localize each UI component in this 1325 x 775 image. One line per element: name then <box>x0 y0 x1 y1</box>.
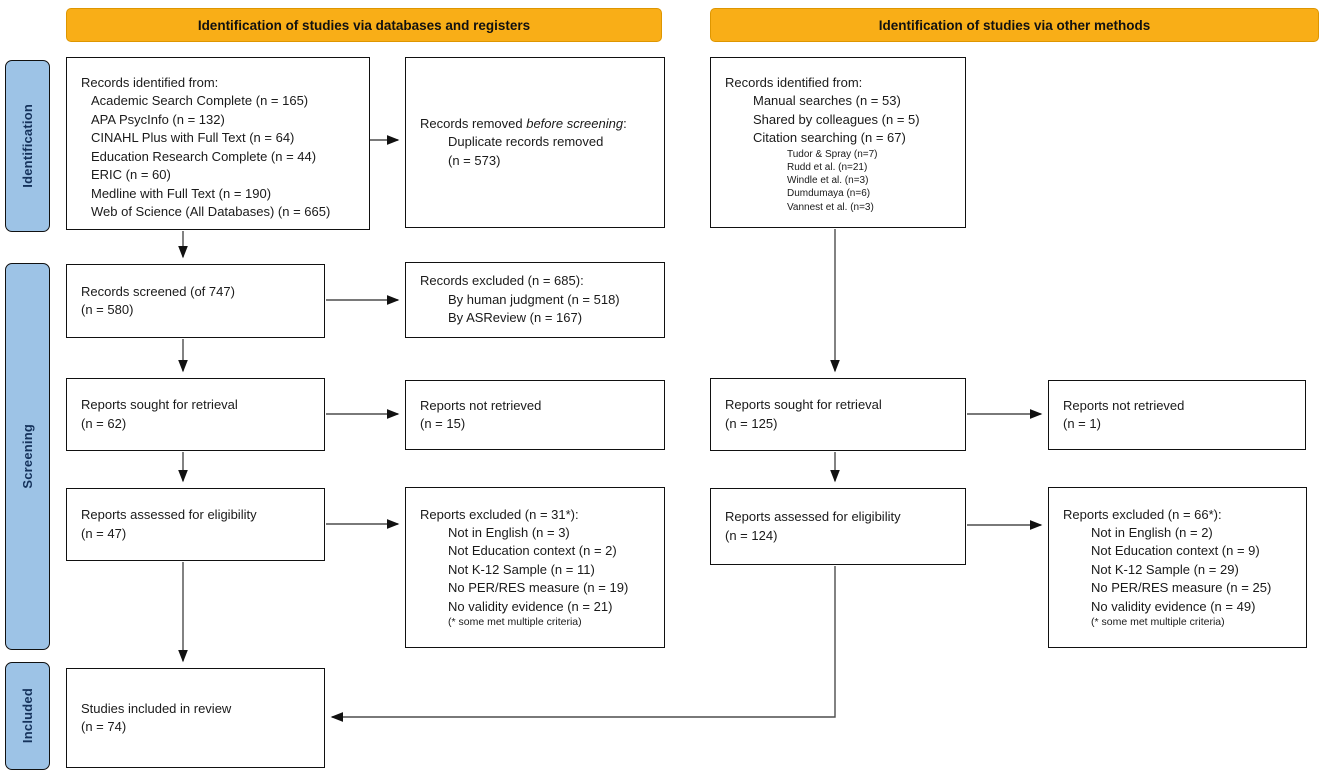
exclusion-reason: No validity evidence (n = 21) <box>448 598 613 614</box>
header-databases-label: Identification of studies via databases … <box>197 17 531 33</box>
box-line: Records screened (of 747) <box>81 283 235 299</box>
box-title: Reports excluded (n = 31*): <box>420 506 579 522</box>
box-reports-not-retrieved-databases: Reports not retrieved (n = 15) <box>405 380 665 450</box>
citation-subline: Windle et al. (n=3) <box>787 175 869 187</box>
box-line: Reports not retrieved <box>420 397 542 413</box>
removed-prefix: Records removed <box>420 115 527 131</box>
exclusion-reason: Not in English (n = 2) <box>1091 525 1213 541</box>
box-title: Records identified from: <box>725 75 863 90</box>
exclusion-reason: Not K-12 Sample (n = 11) <box>448 561 595 577</box>
box-line: (n = 124) <box>725 527 778 543</box>
db-line: Academic Search Complete (n = 165) <box>91 93 309 109</box>
box-reports-sought-databases: Reports sought for retrieval (n = 62) <box>66 378 325 451</box>
removed-suffix: : <box>623 115 627 131</box>
box-records-excluded: Records excluded (n = 685): By human jud… <box>405 262 665 338</box>
excluded-line: By ASReview (n = 167) <box>448 310 583 326</box>
box-line: (n = 125) <box>725 415 778 431</box>
box-line: Reports assessed for eligibility <box>81 507 257 523</box>
exclusion-reason: No validity evidence (n = 49) <box>1091 598 1256 614</box>
box-line: Studies included in review <box>81 700 232 716</box>
box-line: Reports sought for retrieval <box>81 397 238 413</box>
box-line: Reports sought for retrieval <box>725 397 882 413</box>
phase-screening-label: Screening <box>20 424 35 489</box>
phase-included-label: Included <box>20 688 35 744</box>
box-studies-included: Studies included in review (n = 74) <box>66 668 325 768</box>
box-line: (n = 74) <box>81 719 127 734</box>
box-reports-sought-other: Reports sought for retrieval (n = 125) <box>710 378 966 451</box>
box-line: (n = 47) <box>81 525 127 541</box>
other-line: Manual searches (n = 53) <box>753 93 901 109</box>
citation-subline: Tudor & Spray (n=7) <box>787 148 878 160</box>
exclusion-reason: Not in English (n = 3) <box>448 525 570 541</box>
phase-screening: Screening <box>5 263 50 650</box>
box-title: Records removed before screening: <box>420 115 656 133</box>
box-records-identified-other: Records identified from: Manual searches… <box>710 57 966 228</box>
box-line: Reports assessed for eligibility <box>725 509 901 525</box>
exclusion-reason: Not Education context (n = 9) <box>1091 543 1260 559</box>
header-databases-registers: Identification of studies via databases … <box>66 8 662 42</box>
box-line: (n = 1) <box>1063 416 1101 431</box>
box-records-removed: Records removed before screening: Duplic… <box>405 57 665 228</box>
box-reports-excluded-other: Reports excluded (n = 66*): Not in Engli… <box>1048 487 1307 648</box>
other-line: Shared by colleagues (n = 5) <box>753 111 920 127</box>
header-other-label: Identification of studies via other meth… <box>878 17 1151 33</box>
db-line: APA PsycInfo (n = 132) <box>91 111 225 127</box>
box-line: (n = 15) <box>420 416 466 431</box>
db-line: Education Research Complete (n = 44) <box>91 148 317 164</box>
box-reports-not-retrieved-other: Reports not retrieved (n = 1) <box>1048 380 1306 450</box>
removed-line: Duplicate records removed <box>448 134 604 150</box>
db-line: Web of Science (All Databases) (n = 665) <box>91 204 331 220</box>
exclusion-note: (* some met multiple criteria) <box>448 616 582 629</box>
citation-subline: Rudd et al. (n=21) <box>787 162 868 173</box>
exclusion-reason: Not Education context (n = 2) <box>448 543 617 559</box>
db-line: ERIC (n = 60) <box>91 167 171 183</box>
citation-subline: Dumdumaya (n=6) <box>787 188 871 200</box>
box-line: (n = 62) <box>81 415 127 431</box>
phase-identification-label: Identification <box>20 104 35 188</box>
removed-italic: before screening <box>526 115 624 131</box>
exclusion-reason: No PER/RES measure (n = 19) <box>448 580 629 596</box>
box-line: (n = 580) <box>81 302 134 317</box>
box-records-screened: Records screened (of 747) (n = 580) <box>66 264 325 338</box>
box-reports-assessed-other: Reports assessed for eligibility (n = 12… <box>710 488 966 565</box>
removed-line: (n = 573) <box>448 152 501 168</box>
phase-included: Included <box>5 662 50 770</box>
box-reports-excluded-databases: Reports excluded (n = 31*): Not in Engli… <box>405 487 665 648</box>
box-title: Records identified from: <box>81 75 219 90</box>
exclusion-reason: No PER/RES measure (n = 25) <box>1091 580 1272 596</box>
db-line: Medline with Full Text (n = 190) <box>91 185 272 201</box>
exclusion-reason: Not K-12 Sample (n = 29) <box>1091 561 1239 577</box>
header-other-methods: Identification of studies via other meth… <box>710 8 1319 42</box>
box-line: Reports not retrieved <box>1063 397 1185 413</box>
phase-identification: Identification <box>5 60 50 232</box>
exclusion-note: (* some met multiple criteria) <box>1091 616 1225 629</box>
other-line: Citation searching (n = 67) <box>753 130 906 146</box>
box-records-identified-databases: Records identified from: Academic Search… <box>66 57 370 230</box>
excluded-line: By human judgment (n = 518) <box>448 291 620 307</box>
citation-subline: Vannest et al. (n=3) <box>787 201 874 213</box>
db-line: CINAHL Plus with Full Text (n = 64) <box>91 130 295 146</box>
box-title: Records excluded (n = 685): <box>420 273 584 289</box>
box-title: Reports excluded (n = 66*): <box>1063 506 1222 522</box>
box-reports-assessed-databases: Reports assessed for eligibility (n = 47… <box>66 488 325 561</box>
